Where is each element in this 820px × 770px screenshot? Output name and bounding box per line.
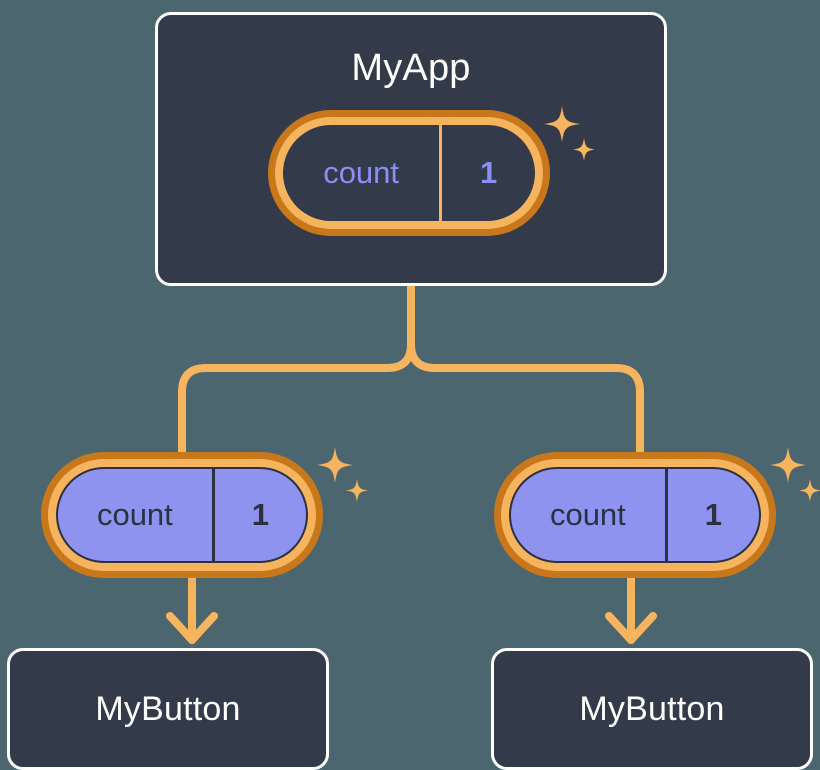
- pill-key-cell: count: [58, 469, 212, 561]
- pill-key-label: count: [96, 497, 173, 532]
- pill-value-label: 1: [251, 497, 269, 532]
- pill-value-label: 1: [704, 497, 722, 532]
- pill-body: count 1: [56, 467, 308, 563]
- pill-key-cell: count: [283, 125, 439, 221]
- pill-ring-inner: count 1: [275, 117, 543, 229]
- pill-key-cell: count: [511, 469, 665, 561]
- pill-key-label: count: [323, 155, 400, 190]
- connector-left-arrow-head: [166, 612, 218, 644]
- pill-value-cell: 1: [211, 469, 306, 561]
- connector-right-arrow-head: [605, 612, 657, 644]
- pill-value-cell: 1: [664, 469, 759, 561]
- sparkle-large-icon: [770, 447, 806, 483]
- component-card-mybutton-left[interactable]: MyButton: [7, 648, 329, 770]
- pill-body: count 1: [283, 125, 535, 221]
- pill-value-cell: 1: [439, 125, 535, 221]
- component-card-mybutton-right[interactable]: MyButton: [491, 648, 813, 770]
- pill-value-label: 1: [479, 155, 498, 190]
- state-pill-child-left[interactable]: count 1: [41, 452, 323, 578]
- pill-body: count 1: [509, 467, 761, 563]
- sparkle-small-icon: [346, 479, 368, 502]
- state-pill-child-right[interactable]: count 1: [494, 452, 776, 578]
- component-title: MyButton: [579, 690, 725, 728]
- sparkle-large-icon: [317, 447, 353, 483]
- component-title: MyApp: [351, 47, 471, 89]
- pill-ring-inner: count 1: [501, 459, 769, 571]
- pill-ring-inner: count 1: [48, 459, 316, 571]
- state-pill-myapp[interactable]: count 1: [268, 110, 550, 236]
- sparkle-small-icon: [799, 479, 820, 502]
- pill-key-label: count: [549, 497, 626, 532]
- component-title: MyButton: [95, 690, 241, 728]
